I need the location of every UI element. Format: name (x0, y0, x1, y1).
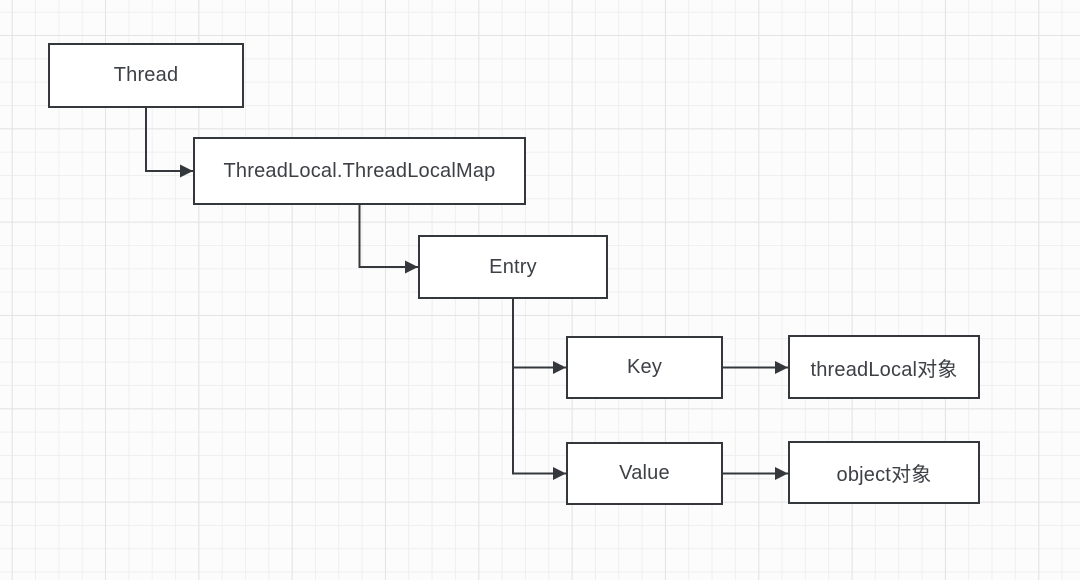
node-object-object-label: object对象 (836, 464, 932, 486)
node-threadlocal-object: threadLocal对象 (788, 335, 980, 399)
node-object-object: object对象 (788, 441, 980, 504)
edge-threadlocalmap-to-entry (358, 205, 418, 274)
node-key: Key (566, 336, 723, 399)
node-threadlocalmap: ThreadLocal.ThreadLocalMap (193, 137, 526, 205)
node-thread: Thread (48, 43, 244, 108)
node-entry-label: Entry (489, 255, 537, 278)
edge-thread-to-threadlocalmap (145, 108, 193, 178)
node-entry: Entry (418, 235, 608, 299)
node-key-label: Key (626, 356, 663, 378)
edge-entry-to-value (512, 367, 566, 480)
node-value: Value (566, 442, 723, 505)
node-thread-label: Thread (113, 64, 179, 86)
node-value-label: Value (619, 462, 670, 484)
node-threadlocalmap-label: ThreadLocal.ThreadLocalMap (223, 159, 496, 182)
edge-entry-to-key (512, 299, 566, 374)
node-threadlocal-object-label: threadLocal对象 (810, 358, 958, 381)
